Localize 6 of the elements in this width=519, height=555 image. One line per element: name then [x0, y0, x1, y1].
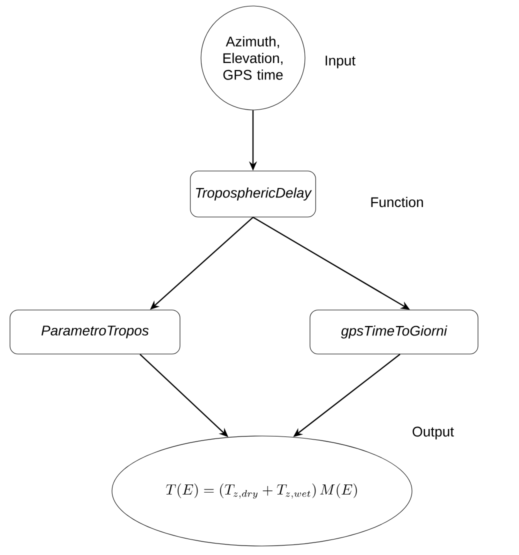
side-label: Output — [412, 426, 454, 440]
function-box: ParametroTropos — [10, 310, 180, 354]
function-box: TroposphericDelay — [190, 170, 316, 218]
function-box: gpsTimeToGiorni — [310, 310, 478, 354]
side-label: Function — [371, 196, 423, 208]
side-label: Input — [326, 56, 356, 68]
